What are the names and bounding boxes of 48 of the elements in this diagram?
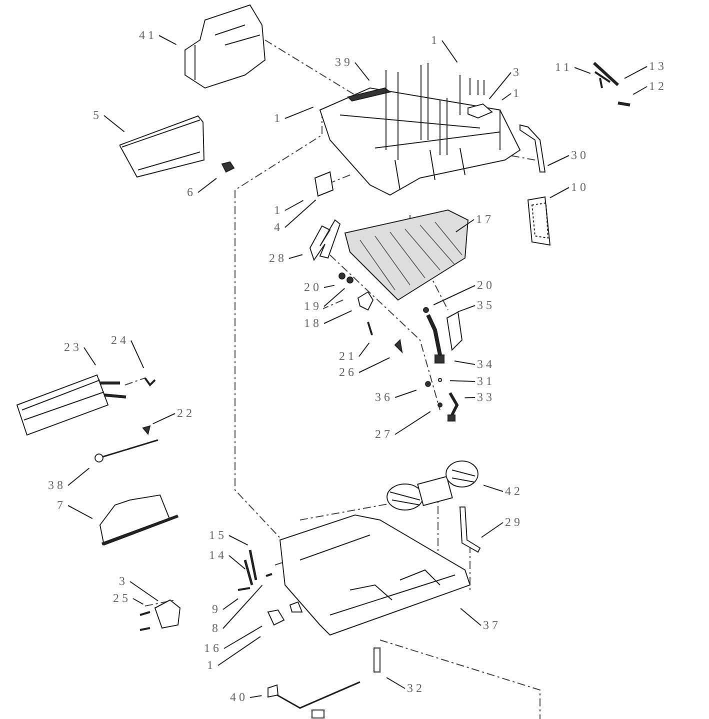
- leader-line: [454, 360, 476, 365]
- leader-line: [222, 584, 263, 629]
- leader-line: [394, 390, 417, 398]
- leader-line: [488, 72, 512, 100]
- leader-line: [547, 155, 570, 166]
- leader-line: [324, 288, 346, 307]
- leader-line: [104, 115, 125, 132]
- leader-line: [483, 484, 504, 492]
- leader-line: [480, 522, 504, 538]
- leader-line: [358, 342, 370, 357]
- leader-line: [455, 219, 474, 232]
- leader-line: [284, 199, 316, 228]
- leader-line: [84, 347, 96, 366]
- leader-line: [68, 468, 90, 486]
- leader-line: [288, 254, 303, 259]
- leader-line: [464, 397, 476, 398]
- leader-line: [132, 598, 144, 605]
- leader-line: [284, 106, 314, 119]
- leader-line: [228, 535, 248, 546]
- leader-line: [386, 677, 406, 689]
- leader-line: [354, 62, 370, 81]
- leader-line: [624, 66, 648, 79]
- leader-line: [549, 187, 570, 198]
- leader-line: [218, 636, 261, 666]
- leader-line: [198, 178, 217, 193]
- leader-line: [632, 86, 648, 95]
- leader-line: [502, 93, 512, 100]
- leader-line: [433, 285, 476, 306]
- leader-line: [457, 305, 476, 312]
- leader-line: [442, 40, 458, 63]
- leader-line: [324, 284, 335, 288]
- leader-line: [358, 357, 390, 373]
- leader-line: [250, 695, 262, 698]
- leader-line: [228, 555, 246, 570]
- leader-line: [574, 67, 591, 74]
- leader-line: [158, 35, 177, 46]
- leader-line: [284, 200, 304, 211]
- leader-line: [130, 581, 158, 602]
- leader-line: [460, 608, 482, 626]
- leader-line: [394, 411, 431, 435]
- leader-line: [449, 380, 476, 382]
- leader-line: [68, 505, 93, 520]
- leader-line: [224, 626, 263, 649]
- leader-line: [324, 310, 352, 324]
- leader-line: [152, 413, 176, 424]
- leader-line: [222, 598, 239, 610]
- callout-number: 19: [303, 300, 323, 313]
- leader-line: [130, 340, 144, 369]
